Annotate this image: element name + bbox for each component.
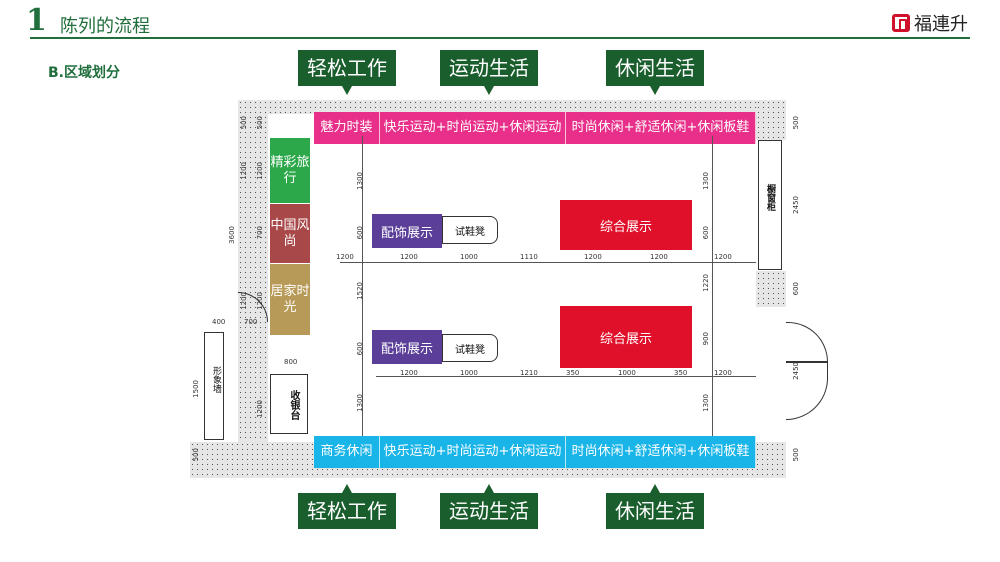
wall-top [238,100,786,114]
zone-tag-bottom-leisure: 休闲生活 [606,493,704,529]
left-wall-home: 居家时光 [270,264,310,336]
bottom-wall-display: 商务休闲 快乐运动+时尚运动+休闲运动 时尚休闲+舒适休闲+休闲板鞋 [314,436,756,468]
dim-label: 1200 [256,400,264,418]
arrow-down-icon [484,86,494,95]
image-wall-label: 形象墙 [211,366,221,393]
arrow-up-icon [342,484,352,493]
guide-line [376,376,756,377]
dim-label: 1210 [520,369,538,377]
general-display-lower: 综合展示 [560,306,692,368]
dim-label: 1200 [400,369,418,377]
zone-tag-top-leisure: 休闲生活 [606,50,704,86]
door-upper [786,322,828,362]
dim-label: 700 [256,226,264,240]
dim-label: 600 [356,226,364,240]
header-divider [30,37,970,39]
dim-label: 1200 [240,162,248,180]
dim-label: 1200 [584,253,602,261]
guide-line [340,262,756,263]
brand: 福連升 [892,10,968,36]
dim-label: 1000 [460,369,478,377]
dim-label: 500 [192,448,200,462]
dim-label: 1220 [702,274,710,292]
zone-tag-bottom-sport: 运动生活 [440,493,538,529]
dim-label: 1500 [192,380,200,398]
floor-plan: 魅力时装 快乐运动+时尚运动+休闲运动 时尚休闲+舒适休闲+休闲板鞋 商务休闲 … [190,96,828,486]
section-subtitle: B.区域划分 [48,65,120,81]
dim-label: 1200 [650,253,668,261]
guide-line [362,136,363,436]
zone-tag-top-work: 轻松工作 [298,50,396,86]
arrow-down-icon [650,86,660,95]
dim-label: 1200 [400,253,418,261]
top-wall-display: 魅力时装 快乐运动+时尚运动+休闲运动 时尚休闲+舒适休闲+休闲板鞋 [314,112,756,144]
dim-label: 1200 [256,162,264,180]
wall-left [238,100,268,460]
arrow-up-icon [484,484,494,493]
fitting-bench-lower: 试鞋凳 [442,334,498,362]
dim-label: 1300 [702,172,710,190]
dim-label: 800 [284,358,298,366]
dim-label: 600 [702,226,710,240]
dim-label: 2450 [792,362,800,380]
dim-label: 1200 [714,253,732,261]
top-wall-segment: 时尚休闲+舒适休闲+休闲板鞋 [566,112,756,144]
wall-right-top [756,100,786,140]
dim-label: 1110 [520,253,538,261]
dim-label: 600 [356,342,364,356]
dim-label: 1200 [714,369,732,377]
zone-tag-top-sport: 运动生活 [440,50,538,86]
dim-label: 1520 [356,282,364,300]
sales-floor [268,114,756,442]
zone-tag-bottom-work: 轻松工作 [298,493,396,529]
dim-label: 1200 [240,292,248,310]
cashier-label: 收银台 [288,390,299,420]
dim-label: 1300 [702,394,710,412]
left-wall-china: 中国风尚 [270,204,310,264]
dim-label: 500 [792,448,800,462]
dim-label: 1000 [460,253,478,261]
left-wall-travel: 精彩旅行 [270,138,310,204]
general-display-upper: 综合展示 [560,200,692,250]
bottom-wall-segment: 快乐运动+时尚运动+休闲运动 [380,436,566,468]
top-wall-segment: 快乐运动+时尚运动+休闲运动 [380,112,566,144]
window-cabinet-label: 橱窗柜 [765,184,775,211]
arrow-up-icon [650,484,660,493]
dim-label: 1200 [336,253,354,261]
dim-label: 1300 [356,394,364,412]
fls-logo-icon [892,14,910,32]
dim-label: 2450 [792,196,800,214]
dim-label: 700 [244,318,258,326]
page-title: 陈列的流程 [60,16,150,37]
arrow-down-icon [342,86,352,95]
wall-right-mid [756,271,786,307]
brand-name: 福連升 [914,14,968,35]
dim-label: 3600 [228,226,236,244]
dim-label: 900 [702,332,710,346]
dim-label: 500 [792,116,800,130]
top-wall-segment: 魅力时装 [314,112,380,144]
dim-label: 350 [566,369,580,377]
dim-label: 1300 [356,172,364,190]
guide-line [712,136,713,436]
fitting-bench-upper: 试鞋凳 [442,216,498,244]
dim-label: 1000 [618,369,636,377]
dim-label: 500 [240,116,248,130]
dim-label: 600 [792,282,800,296]
dim-label: 400 [212,318,226,326]
bottom-wall-segment: 时尚休闲+舒适休闲+休闲板鞋 [566,436,756,468]
bottom-wall-segment: 商务休闲 [314,436,380,468]
dim-label: 500 [256,116,264,130]
section-number: 1 [26,3,47,38]
accessory-display-upper: 配饰展示 [372,214,442,248]
accessory-display-lower: 配饰展示 [372,330,442,364]
dim-label: 1200 [256,292,264,310]
dim-label: 350 [674,369,688,377]
